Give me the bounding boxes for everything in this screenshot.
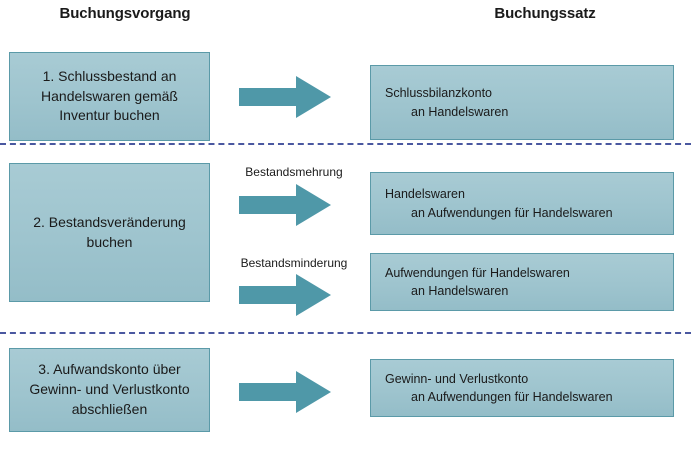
entry-box-4-line-2: an Aufwendungen für Handelswaren bbox=[411, 390, 613, 404]
entry-box-2-line-1: Handelswaren bbox=[385, 187, 465, 202]
entry-box-1-line-1: Schlussbilanzkonto bbox=[385, 86, 493, 101]
process-box-1-line-3: Inventur buchen bbox=[59, 107, 160, 124]
process-box-2-line-1: 2. Bestandsveränderung bbox=[33, 213, 186, 230]
entry-box-3-line-2: an Handelswaren bbox=[411, 284, 509, 298]
process-box-3-line-1: 3. Aufwandskonto über bbox=[38, 361, 181, 378]
entry-box-2: Handelswaren an Aufwendungen für Handels… bbox=[370, 172, 674, 235]
separator-1 bbox=[0, 143, 691, 145]
entry-box-3: Aufwendungen für Handelswaren an Handels… bbox=[370, 253, 674, 311]
entry-box-4: Gewinn- und Verlustkonto an Aufwendungen… bbox=[370, 359, 674, 417]
flow-arrow-3 bbox=[239, 274, 331, 316]
flow-arrow-1 bbox=[239, 76, 331, 118]
process-box-3-line-3: abschließen bbox=[71, 400, 148, 417]
process-box-1-line-2: Handelswaren gemäß bbox=[41, 87, 178, 104]
flow-label-bestandsminderung: Bestandsminderung bbox=[240, 256, 348, 270]
process-box-1-line-1: 1. Schlussbestand an bbox=[42, 67, 177, 84]
flow-arrow-2 bbox=[239, 184, 331, 226]
column-header-buchungsvorgang: Buchungsvorgang bbox=[59, 5, 191, 22]
entry-box-2-line-2: an Aufwendungen für Handelswaren bbox=[411, 205, 613, 220]
process-box-3-line-2: Gewinn- und Verlustkonto bbox=[29, 381, 190, 398]
process-box-3: 3. Aufwandskonto über Gewinn- und Verlus… bbox=[9, 348, 210, 432]
process-box-2: 2. Bestandsveränderung buchen bbox=[9, 163, 210, 302]
entry-box-1-line-2: an Handelswaren bbox=[411, 104, 509, 119]
process-box-1: 1. Schlussbestand an Handelswaren gemäß … bbox=[9, 52, 210, 141]
process-box-2-line-2: buchen bbox=[86, 233, 133, 250]
flow-arrow-4 bbox=[239, 371, 331, 413]
entry-box-4-line-1: Gewinn- und Verlustkonto bbox=[385, 371, 529, 386]
entry-box-3-line-1: Aufwendungen für Handelswaren bbox=[385, 265, 570, 280]
separator-2 bbox=[0, 332, 691, 334]
flow-label-bestandsmehrung: Bestandsmehrung bbox=[245, 165, 343, 179]
column-header-buchungssatz: Buchungssatz bbox=[494, 5, 596, 22]
entry-box-1: Schlussbilanzkonto an Handelswaren bbox=[370, 65, 674, 140]
